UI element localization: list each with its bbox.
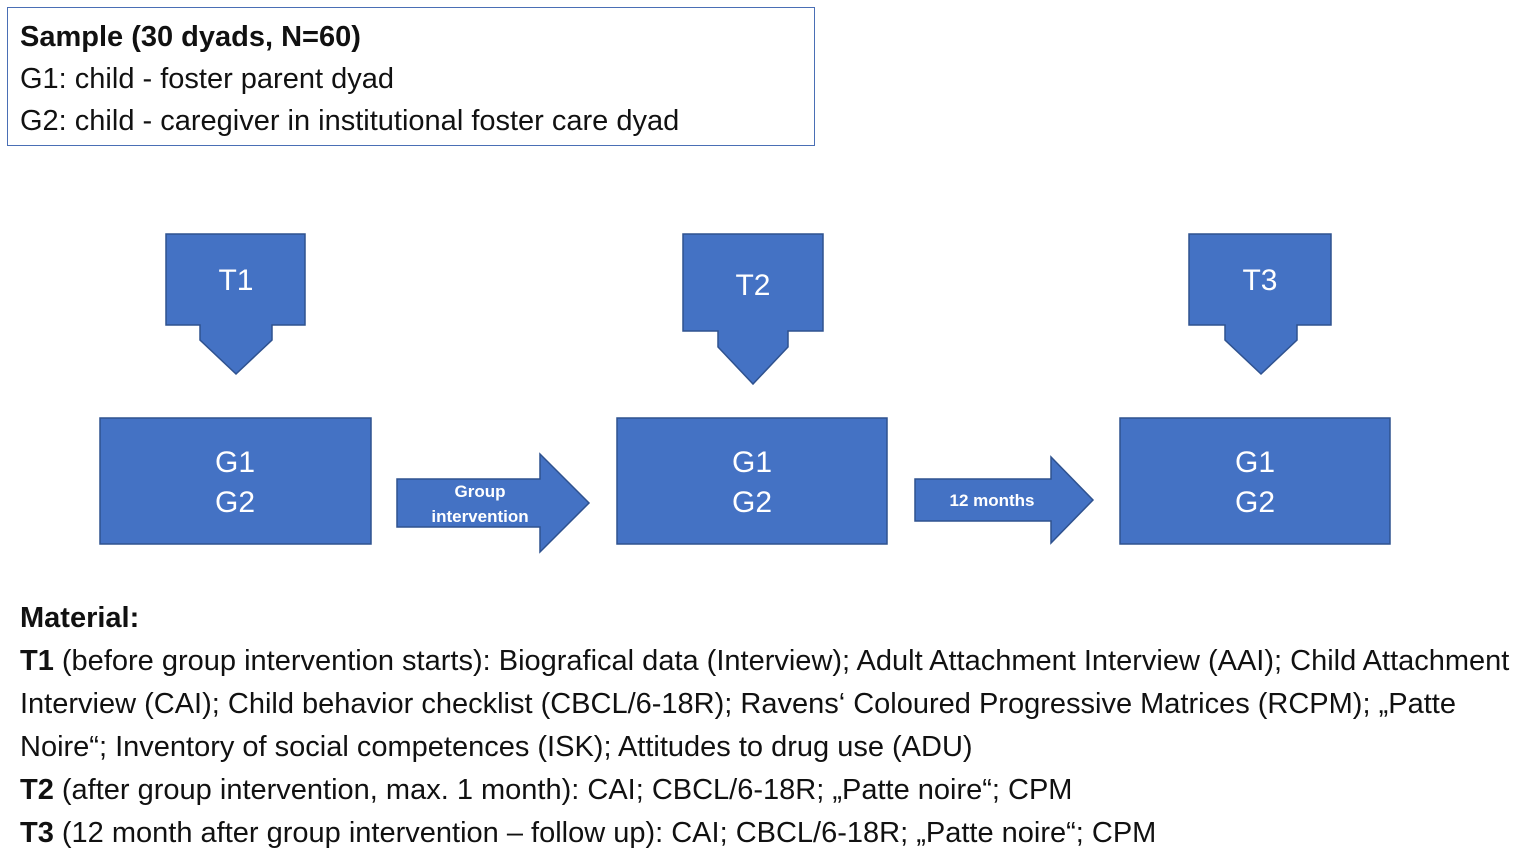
material-section: Material: T1 (before group intervention … xyxy=(20,597,1532,855)
group-box-3: G1 G2 xyxy=(1119,417,1391,545)
group-box-2-line2: G2 xyxy=(732,486,772,519)
timepoint-label-t1: T1 xyxy=(218,264,253,297)
sample-box: Sample (30 dyads, N=60) G1: child - fost… xyxy=(7,7,815,146)
timepoint-arrow-t1: T1 xyxy=(165,233,306,376)
material-t1: T1 (before group intervention starts): B… xyxy=(20,640,1532,769)
group-box-1-line1: G1 xyxy=(215,446,255,479)
material-t2-label: T2 xyxy=(20,774,54,806)
material-t2-text: (after group intervention, max. 1 month)… xyxy=(53,774,1073,806)
transition-label-12-months: 12 months xyxy=(949,491,1034,510)
material-t3-text: (12 month after group intervention – fol… xyxy=(53,817,1157,849)
timepoint-arrow-t2: T2 xyxy=(682,233,824,386)
transition-label-line1: Group xyxy=(455,482,506,501)
transition-arrow-group-intervention: Group intervention xyxy=(396,452,591,554)
group-box-2-line1: G1 xyxy=(732,446,772,479)
timepoint-label-t2: T2 xyxy=(735,269,770,302)
group-box-1-line2: G2 xyxy=(215,486,255,519)
transition-label-line2: intervention xyxy=(431,507,528,526)
material-t3: T3 (12 month after group intervention – … xyxy=(20,812,1532,855)
study-design-diagram: T1 T2 T3 G1 G2 G1 G2 G1 G2 Group interve… xyxy=(99,233,1391,554)
material-t1-text: (before group intervention starts): Biog… xyxy=(20,645,1510,763)
group-box-1: G1 G2 xyxy=(99,417,372,545)
timepoint-label-t3: T3 xyxy=(1242,264,1277,297)
sample-group-2: G2: child - caregiver in institutional f… xyxy=(20,105,680,137)
material-t3-label: T3 xyxy=(20,817,54,849)
group-box-3-line1: G1 xyxy=(1235,446,1275,479)
material-heading: Material: xyxy=(20,602,140,634)
sample-group-1: G1: child - foster parent dyad xyxy=(20,63,394,95)
group-box-2: G1 G2 xyxy=(616,417,888,545)
timepoint-arrow-t3: T3 xyxy=(1188,233,1332,376)
group-box-3-line2: G2 xyxy=(1235,486,1275,519)
material-t1-label: T1 xyxy=(20,645,54,677)
material-t2: T2 (after group intervention, max. 1 mon… xyxy=(20,769,1532,812)
sample-title: Sample (30 dyads, N=60) xyxy=(20,21,361,53)
transition-arrow-12-months: 12 months xyxy=(914,455,1095,545)
